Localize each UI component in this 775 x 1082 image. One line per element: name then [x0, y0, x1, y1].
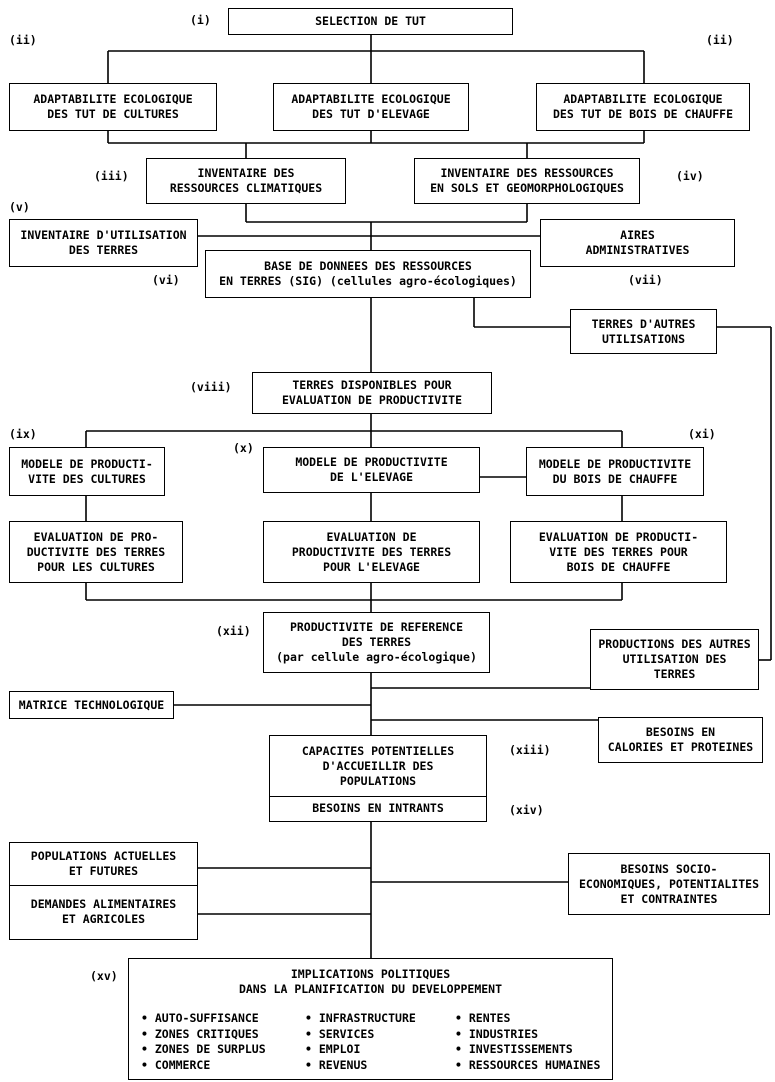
land-resources-database-box: BASE DE DONNEES DES RESSOURCES EN TERRES…: [205, 250, 531, 298]
policy-title: IMPLICATIONS POLITIQUES DANS LA PLANIFIC…: [238, 967, 503, 996]
label-x: (x): [233, 441, 254, 455]
adapt-elevage-box: ADAPTABILITE ECOLOGIQUE DES TUT D'ELEVAG…: [273, 83, 469, 131]
livestock-productivity-model-box: MODELE DE PRODUCTIVITE DE L'ELEVAGE: [263, 447, 480, 493]
other-uses-production-box: PRODUCTIONS DES AUTRES UTILISATION DES T…: [590, 629, 759, 690]
fuelwood-productivity-model-box: MODELE DE PRODUCTIVITE DU BOIS DE CHAUFF…: [526, 447, 704, 496]
label-vi: (vi): [152, 273, 180, 287]
available-land-box: TERRES DISPONIBLES POUR EVALUATION DE PR…: [252, 372, 492, 414]
label-iii: (iii): [94, 169, 129, 183]
policy-column-1: AUTO-SUFFISANCE ZONES CRITIQUES ZONES DE…: [141, 1011, 266, 1073]
policy-item: INDUSTRIES: [455, 1027, 600, 1043]
crop-land-evaluation-box: EVALUATION DE PRO- DUCTIVITE DES TERRES …: [9, 521, 183, 583]
policy-column-3: RENTES INDUSTRIES INVESTISSEMENTS RESSOU…: [455, 1011, 601, 1074]
carrying-capacity-text: CAPACITES POTENTIELLES D'ACCUEILLIR DES …: [270, 736, 486, 797]
policy-item: AUTO-SUFFISANCE: [141, 1011, 266, 1027]
policy-item: ZONES DE SURPLUS: [141, 1042, 266, 1058]
label-i: (i): [190, 13, 211, 27]
policy-item: RENTES: [455, 1011, 600, 1027]
adapt-bois-box: ADAPTABILITE ECOLOGIQUE DES TUT DE BOIS …: [536, 83, 750, 131]
livestock-land-evaluation-box: EVALUATION DE PRODUCTIVITE DES TERRES PO…: [263, 521, 480, 583]
policy-item: SERVICES: [305, 1027, 416, 1043]
socioeconomic-needs-box: BESOINS SOCIO- ECONOMIQUES, POTENTIALITE…: [568, 853, 770, 915]
selection-tut-box: SELECTION DE TUT: [228, 8, 513, 35]
other-land-uses-box: TERRES D'AUTRES UTILISATIONS: [570, 309, 717, 354]
label-v: (v): [9, 200, 30, 214]
calorie-protein-needs-box: BESOINS EN CALORIES ET PROTEINES: [598, 717, 763, 763]
label-iv: (iv): [676, 169, 704, 183]
label-xiv: (xiv): [509, 803, 544, 817]
fuelwood-land-evaluation-box: EVALUATION DE PRODUCTI- VITE DES TERRES …: [510, 521, 727, 583]
policy-item: INVESTISSEMENTS: [455, 1042, 600, 1058]
carrying-capacity-box: CAPACITES POTENTIELLES D'ACCUEILLIR DES …: [269, 735, 487, 822]
population-demand-box: POPULATIONS ACTUELLES ET FUTURES DEMANDE…: [9, 842, 198, 940]
policy-item: RESSOURCES HUMAINES: [455, 1058, 601, 1074]
policy-implications-box: IMPLICATIONS POLITIQUES DANS LA PLANIFIC…: [128, 958, 613, 1080]
label-xv: (xv): [90, 969, 118, 983]
label-xii: (xii): [216, 624, 251, 638]
technology-matrix-box: MATRICE TECHNOLOGIQUE: [9, 691, 174, 719]
administrative-areas-box: AIRES ADMINISTRATIVES: [540, 219, 735, 267]
policy-item: COMMERCE: [141, 1058, 266, 1074]
inventory-land-use-box: INVENTAIRE D'UTILISATION DES TERRES: [9, 219, 198, 267]
inventory-climate-box: INVENTAIRE DES RESSOURCES CLIMATIQUES: [146, 158, 346, 204]
inventory-soils-box: INVENTAIRE DES RESSOURCES EN SOLS ET GEO…: [414, 158, 640, 204]
label-viii: (viii): [190, 380, 232, 394]
policy-item: EMPLOI: [305, 1042, 416, 1058]
policy-item: REVENUS: [305, 1058, 416, 1074]
label-ii-right: (ii): [706, 33, 734, 47]
populations-text: POPULATIONS ACTUELLES ET FUTURES: [10, 843, 197, 886]
label-ix: (ix): [9, 427, 37, 441]
crop-productivity-model-box: MODELE DE PRODUCTI- VITE DES CULTURES: [9, 447, 165, 496]
food-demand-text: DEMANDES ALIMENTAIRES ET AGRICOLES: [30, 897, 177, 926]
policy-item: ZONES CRITIQUES: [141, 1027, 266, 1043]
policy-item: INFRASTRUCTURE: [305, 1011, 416, 1027]
reference-productivity-box: PRODUCTIVITE DE REFERENCE DES TERRES (pa…: [263, 612, 490, 673]
label-vii: (vii): [628, 273, 663, 287]
adapt-cultures-box: ADAPTABILITE ECOLOGIQUE DES TUT DE CULTU…: [9, 83, 217, 131]
input-needs-text: BESOINS EN INTRANTS: [312, 801, 444, 815]
policy-column-2: INFRASTRUCTURE SERVICES EMPLOI REVENUS: [305, 1011, 416, 1073]
label-xi: (xi): [688, 427, 716, 441]
label-ii-left: (ii): [9, 33, 37, 47]
label-xiii: (xiii): [509, 743, 551, 757]
